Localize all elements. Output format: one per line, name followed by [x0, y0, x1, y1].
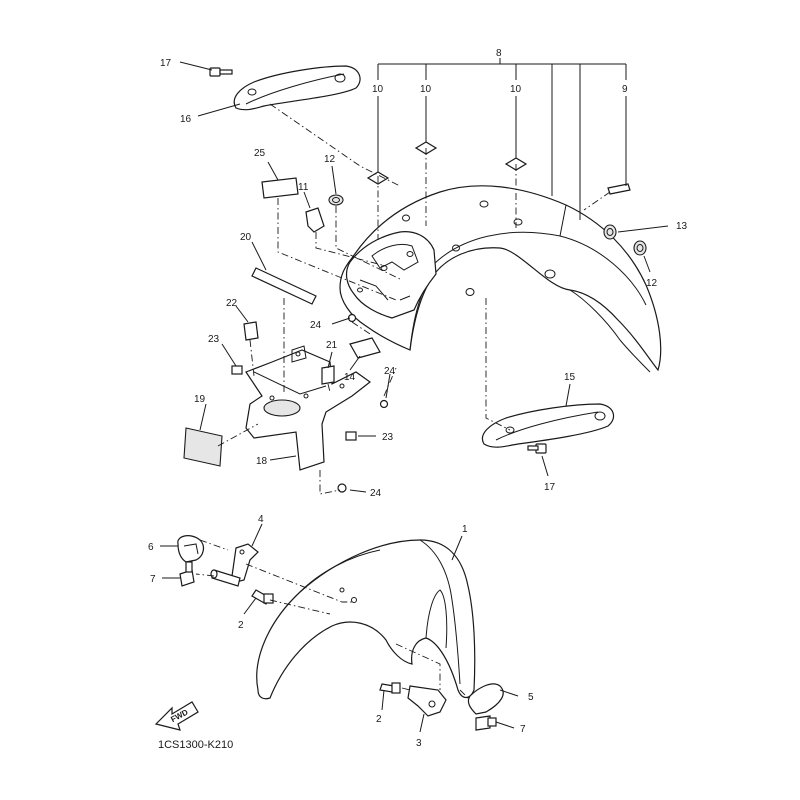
- callout-12-right: 12: [646, 278, 658, 289]
- bolt-17-lower: [527, 443, 547, 454]
- fwd-arrow-icon: FWD: [154, 701, 199, 731]
- callout-16: 16: [180, 114, 192, 125]
- clip-11: [305, 207, 325, 233]
- clip-23-right: [345, 431, 357, 441]
- reflector-plate: [183, 427, 223, 467]
- callout-20: 20: [240, 232, 252, 243]
- callout-8: 8: [496, 48, 502, 59]
- label-25: [261, 177, 299, 199]
- bolt-2-upper: [251, 589, 274, 605]
- leader-lines: [160, 61, 669, 733]
- callout-18: 18: [256, 456, 268, 467]
- nut-24-b: [379, 399, 389, 409]
- callout-3: 3: [416, 738, 422, 749]
- callout-24-c: 24: [370, 488, 382, 499]
- callout-21: 21: [326, 340, 338, 351]
- callout-22: 22: [226, 298, 238, 309]
- callout-2-upper: 2: [238, 620, 244, 631]
- bolt-17-upper: [209, 67, 233, 77]
- callout-4: 4: [258, 514, 264, 525]
- nut-24-c: [337, 483, 347, 493]
- callout-24-a: 24: [310, 320, 322, 331]
- callout-13: 13: [676, 221, 688, 232]
- callout-9: 9: [622, 84, 628, 95]
- bolt-2-lower: [379, 682, 401, 694]
- callout-7-left: 7: [150, 574, 156, 585]
- grommet-12-right: [633, 240, 647, 256]
- license-bracket: [245, 345, 372, 471]
- tape-9: [607, 183, 631, 195]
- clip-21: [321, 365, 335, 385]
- bolt-7-left: [179, 561, 195, 587]
- callout-12-upper: 12: [324, 154, 336, 165]
- stay-3: [407, 685, 447, 717]
- diagram-code: 1CS1300-K210: [158, 739, 233, 751]
- callout-10-a: 10: [372, 84, 384, 95]
- callout-7-right: 7: [520, 724, 526, 735]
- grommet-13: [603, 224, 617, 240]
- rear-fender: [339, 185, 662, 373]
- callout-17-lower: 17: [544, 482, 556, 493]
- callout-bracket-8: [377, 58, 627, 220]
- callout-14: 14: [344, 372, 356, 383]
- bolt-7-right: [475, 715, 497, 731]
- callout-2-lower: 2: [376, 714, 382, 725]
- callout-24-b: 24: [384, 366, 396, 377]
- callout-5: 5: [528, 692, 534, 703]
- callout-23-right: 23: [382, 432, 394, 443]
- callout-19: 19: [194, 394, 206, 405]
- callout-23-left: 23: [208, 334, 220, 345]
- callout-17-upper: 17: [160, 58, 172, 69]
- clamp-6: [177, 535, 205, 563]
- callout-15: 15: [564, 372, 576, 383]
- callout-1: 1: [462, 524, 468, 535]
- clip-22: [243, 321, 259, 341]
- callout-labels: 8 17 16 10 10 10 9 25 12 11 20 13 12 22 …: [148, 48, 688, 749]
- callout-10-b: 10: [420, 84, 432, 95]
- damper-plate: [251, 267, 317, 305]
- side-cover-right: [481, 403, 615, 448]
- clamp-5: [467, 683, 504, 715]
- side-cover-left: [233, 65, 361, 111]
- damper-14: [349, 337, 381, 359]
- front-fender: [256, 539, 476, 700]
- clip-23-left: [231, 365, 243, 375]
- callout-6: 6: [148, 542, 154, 553]
- assembly-lines: [195, 103, 611, 701]
- callout-25: 25: [254, 148, 266, 159]
- grommet-12-upper: [328, 194, 344, 206]
- callout-10-c: 10: [510, 84, 522, 95]
- callout-11: 11: [298, 182, 309, 193]
